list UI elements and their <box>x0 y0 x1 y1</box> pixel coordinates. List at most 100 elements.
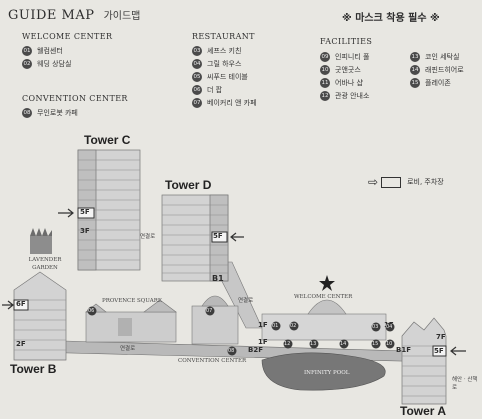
tower-b-floor-tag: 2F <box>16 340 26 348</box>
connector-label: 연결로 <box>140 234 156 240</box>
tower-d-building <box>161 194 229 282</box>
star-icon <box>319 275 335 291</box>
map-marker-number: 15 <box>372 341 379 347</box>
tower-a-note: 해안 · 산책로 <box>452 377 478 391</box>
area-floor-tag: 1F <box>384 321 394 329</box>
legend-item: 02 웨딩 상담실 <box>22 57 112 70</box>
map-marker-number: 14 <box>340 341 347 347</box>
page-title-korean: 가이드맵 <box>103 11 141 22</box>
map-header: GUIDE MAP 가이드맵 <box>8 4 140 23</box>
map-marker-number: 02 <box>290 323 297 329</box>
arrow-left-icon <box>450 346 466 356</box>
provence-square-label: PROVENCE SQUARE <box>102 298 162 304</box>
legend-item: 04 그릴 하우스 <box>192 57 257 70</box>
legend-item-label: 무인로봇 카페 <box>37 108 78 117</box>
marker-number: 04 <box>192 58 202 69</box>
tower-c-building <box>77 149 141 271</box>
legend-item-label: 인피니티 풀 <box>335 52 370 61</box>
arrow-right-icon <box>58 208 74 218</box>
marker-number: 10 <box>320 64 330 75</box>
welcome-center-building <box>261 275 387 341</box>
legend-item: 11 어바나 샵 <box>320 76 410 89</box>
tower-a-building <box>401 317 447 405</box>
arrow-right-icon <box>2 300 14 310</box>
lavender-garden-icon <box>30 228 52 254</box>
legend-item-label: 더 팝 <box>207 85 223 94</box>
legend-item-label: 코인 세탁실 <box>425 52 460 61</box>
legend-item-label: 셰프스 키친 <box>207 46 242 55</box>
entrance-arrows <box>2 208 466 356</box>
legend-item-label: 그릴 하우스 <box>207 59 242 68</box>
marker-number: 13 <box>410 51 420 62</box>
legend-item-label: 어바나 샵 <box>335 78 363 87</box>
marker-number: 11 <box>320 77 330 88</box>
legend-item: 14 래핀드히어로 <box>410 63 464 76</box>
tower-c-label: Tower C <box>84 133 131 147</box>
legend-item-label: 플레이존 <box>425 78 451 87</box>
tower-b-building <box>13 271 67 361</box>
connector-label: 연결로 <box>120 346 136 352</box>
connector-label: 연결로 <box>238 298 254 304</box>
tower-d-floor-tag: 5F <box>213 232 223 240</box>
tower-c-floor-tag: 3F <box>80 227 90 235</box>
map-marker-number: 03 <box>372 324 379 330</box>
marker-number: 12 <box>320 90 330 101</box>
lobby-box-icon <box>381 176 402 188</box>
tower-d-floor-tag: B1 <box>212 274 224 283</box>
lobby-legend-label: 로비, 주차장 <box>407 178 444 186</box>
map-marker-number: 10 <box>386 341 393 347</box>
provence-square-buildings <box>85 299 177 343</box>
area-floor-tag: B1F <box>396 346 411 354</box>
map-marker-number: 12 <box>284 341 291 347</box>
tower-b-floor-tag: 6F <box>16 300 26 308</box>
entrance-arrow-icon: ⇨ <box>368 175 379 189</box>
mask-notice: ※ 마스크 착용 필수 ※ <box>342 13 440 24</box>
map-marker-number: 08 <box>228 348 235 354</box>
marker-number: 03 <box>192 45 202 56</box>
arrow-left-icon <box>230 232 244 242</box>
lobby-legend: ⇨ 로비, 주차장 <box>368 175 444 189</box>
marker-number: 08 <box>22 107 32 118</box>
marker-number: 02 <box>22 58 32 69</box>
tower-a-label: Tower A <box>400 404 447 418</box>
marker-number: 01 <box>22 45 32 56</box>
marker-number: 07 <box>192 97 202 108</box>
legend-item: 03 셰프스 키친 <box>192 44 257 57</box>
page-title: GUIDE MAP <box>8 8 95 23</box>
infinity-pool-label: INFINITY POOL <box>304 370 350 376</box>
area-floor-tag: 1F <box>258 321 268 329</box>
marker-number: 14 <box>410 64 420 75</box>
legend-section-title: FACILITIES <box>320 37 373 46</box>
tower-c-floor-tag: 5F <box>80 208 90 216</box>
tower-b-label: Tower B <box>10 362 57 376</box>
map-marker-number: 06 <box>88 308 95 314</box>
legend-item-label: 굿앤굿스 <box>335 65 361 74</box>
legend-item-label: 웨딩 상담실 <box>37 59 72 68</box>
legend-section-title: WELCOME CENTER <box>22 32 113 41</box>
legend-item-label: 래핀드히어로 <box>425 65 464 74</box>
map-marker-number: 01 <box>272 323 279 329</box>
legend-item-label: 씨푸드 테이블 <box>207 72 248 81</box>
tower-a-floor-tag: 5F <box>434 347 444 355</box>
map-marker-number: 07 <box>206 308 213 314</box>
legend-item: 10 굿앤굿스 <box>320 63 410 76</box>
map-marker-number: 04 <box>386 324 393 330</box>
legend-item: 06 더 팝 <box>192 83 257 96</box>
tower-a-floor-tag: 7F <box>436 333 446 341</box>
convention-center-building <box>191 295 239 345</box>
infinity-pool <box>261 352 386 391</box>
map-marker-number: 13 <box>310 341 317 347</box>
marker-number: 06 <box>192 84 202 95</box>
convention-center-label: CONVENTION CENTER <box>178 358 247 364</box>
